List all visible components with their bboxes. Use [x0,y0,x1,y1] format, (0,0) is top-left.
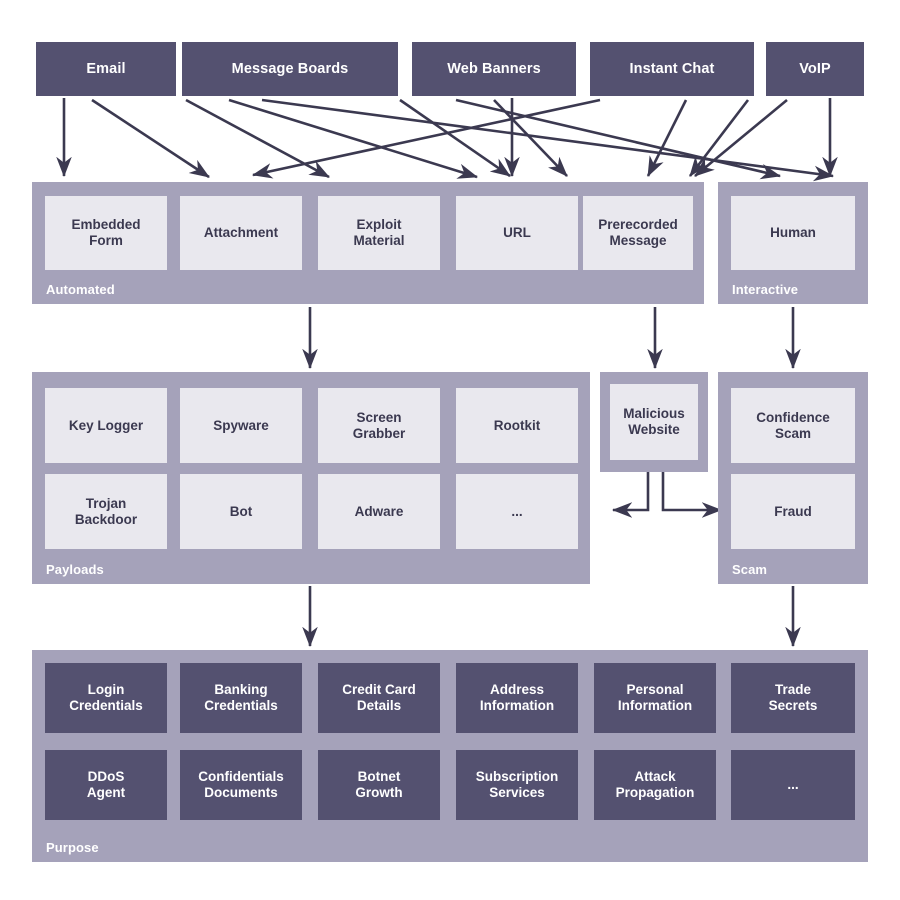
cell-line1: Screen [356,409,402,425]
channel-label: Message Boards [231,61,349,77]
cell-line1: ... [511,503,523,519]
cell-line1: Attack [634,769,676,785]
cell-line1: Embedded [71,217,141,233]
channel-voip[interactable]: VoIP [766,42,864,96]
cell-line1: Human [770,225,816,241]
payload-cell-key-logger[interactable]: Key Logger [45,388,167,463]
channel-label: Web Banners [447,61,541,77]
cell-line1: URL [503,225,531,241]
payload-cell-rootkit[interactable]: Rootkit [456,388,578,463]
cell-line2: Services [489,785,545,800]
cell-line1: Prerecorded [598,217,678,233]
purpose-cell-more[interactable]: ... [731,750,855,820]
group-label-purpose: Purpose [46,840,99,855]
cell-line1: Trojan [85,495,127,511]
cell-line2: Message [609,233,667,248]
cell-line1: Rootkit [493,417,541,433]
cell-line1: Malicious [623,406,685,422]
channel-email[interactable]: Email [36,42,176,96]
cell-line1: Personal [626,682,684,698]
cell-line2: Details [356,698,402,713]
group-label-payloads: Payloads [46,562,104,577]
cell-line1: Spyware [213,417,269,433]
cell-line2: Information [479,698,555,713]
payload-cell-adware[interactable]: Adware [318,474,440,549]
cell-line1: Confidentials [198,769,284,785]
payload-cell-bot[interactable]: Bot [180,474,302,549]
cell-line1: Key Logger [68,417,144,433]
malicious-website-elbow-arrows [611,472,723,518]
channel-message-boards[interactable]: Message Boards [182,42,398,96]
delivery-cell-url[interactable]: URL [456,196,578,270]
cell-line1: Bot [229,503,253,519]
cell-line1: Exploit [356,217,402,233]
cell-line2: Growth [355,785,403,800]
cell-line2: Secrets [768,698,818,713]
cell-line2: Scam [774,425,811,441]
cell-line1: Subscription [475,769,559,785]
cell-line1: DDoS [87,769,125,785]
cell-line1: Credit Card [342,682,416,698]
cell-line1: Trade [774,682,811,698]
cell-line2: Material [353,233,405,248]
cell-line2: Agent [86,785,126,800]
channel-label: VoIP [799,61,831,77]
cell-line2: Credentials [204,698,278,713]
cell-line1: Banking [214,682,268,698]
scam-cell-fraud[interactable]: Fraud [731,474,855,549]
cell-line2: Propagation [615,785,695,800]
channel-label: Instant Chat [629,61,715,77]
channel-crossing-arrows [261,98,835,182]
cell-line2: Website [628,422,680,437]
group-label-interactive: Interactive [732,282,799,297]
channel-web-banners[interactable]: Web Banners [412,42,576,96]
cell-line2: Credentials [69,698,143,713]
channel-to-delivery-arrows [56,98,838,179]
outcome-to-purpose-arrows [302,586,801,648]
cell-line1: Confidence [756,409,830,425]
channel-label: Email [86,61,126,77]
payload-cell-spyware[interactable]: Spyware [180,388,302,463]
group-label-automated: Automated [46,282,115,297]
cell-line2: Documents [204,785,278,800]
group-label-scam: Scam [732,562,768,577]
cell-line1: ... [787,777,799,793]
cell-line1: Address [489,682,545,698]
cell-line1: Adware [354,503,404,519]
group-purpose: Purpose [32,650,868,862]
delivery-cell-human[interactable]: Human [731,196,855,270]
cell-line2: Information [617,698,693,713]
payload-cell-more[interactable]: ... [456,474,578,549]
cell-line2: Grabber [352,425,406,441]
delivery-cell-attachment[interactable]: Attachment [180,196,302,270]
cell-line1: Botnet [357,769,401,785]
cell-line1: Login [87,682,125,698]
cell-line2: Form [89,233,123,248]
delivery-to-outcome-arrows [302,307,801,370]
cell-line1: Fraud [774,503,812,519]
cell-line1: Attachment [203,225,279,241]
channel-instant-chat[interactable]: Instant Chat [590,42,754,96]
cell-line2: Backdoor [74,511,138,527]
